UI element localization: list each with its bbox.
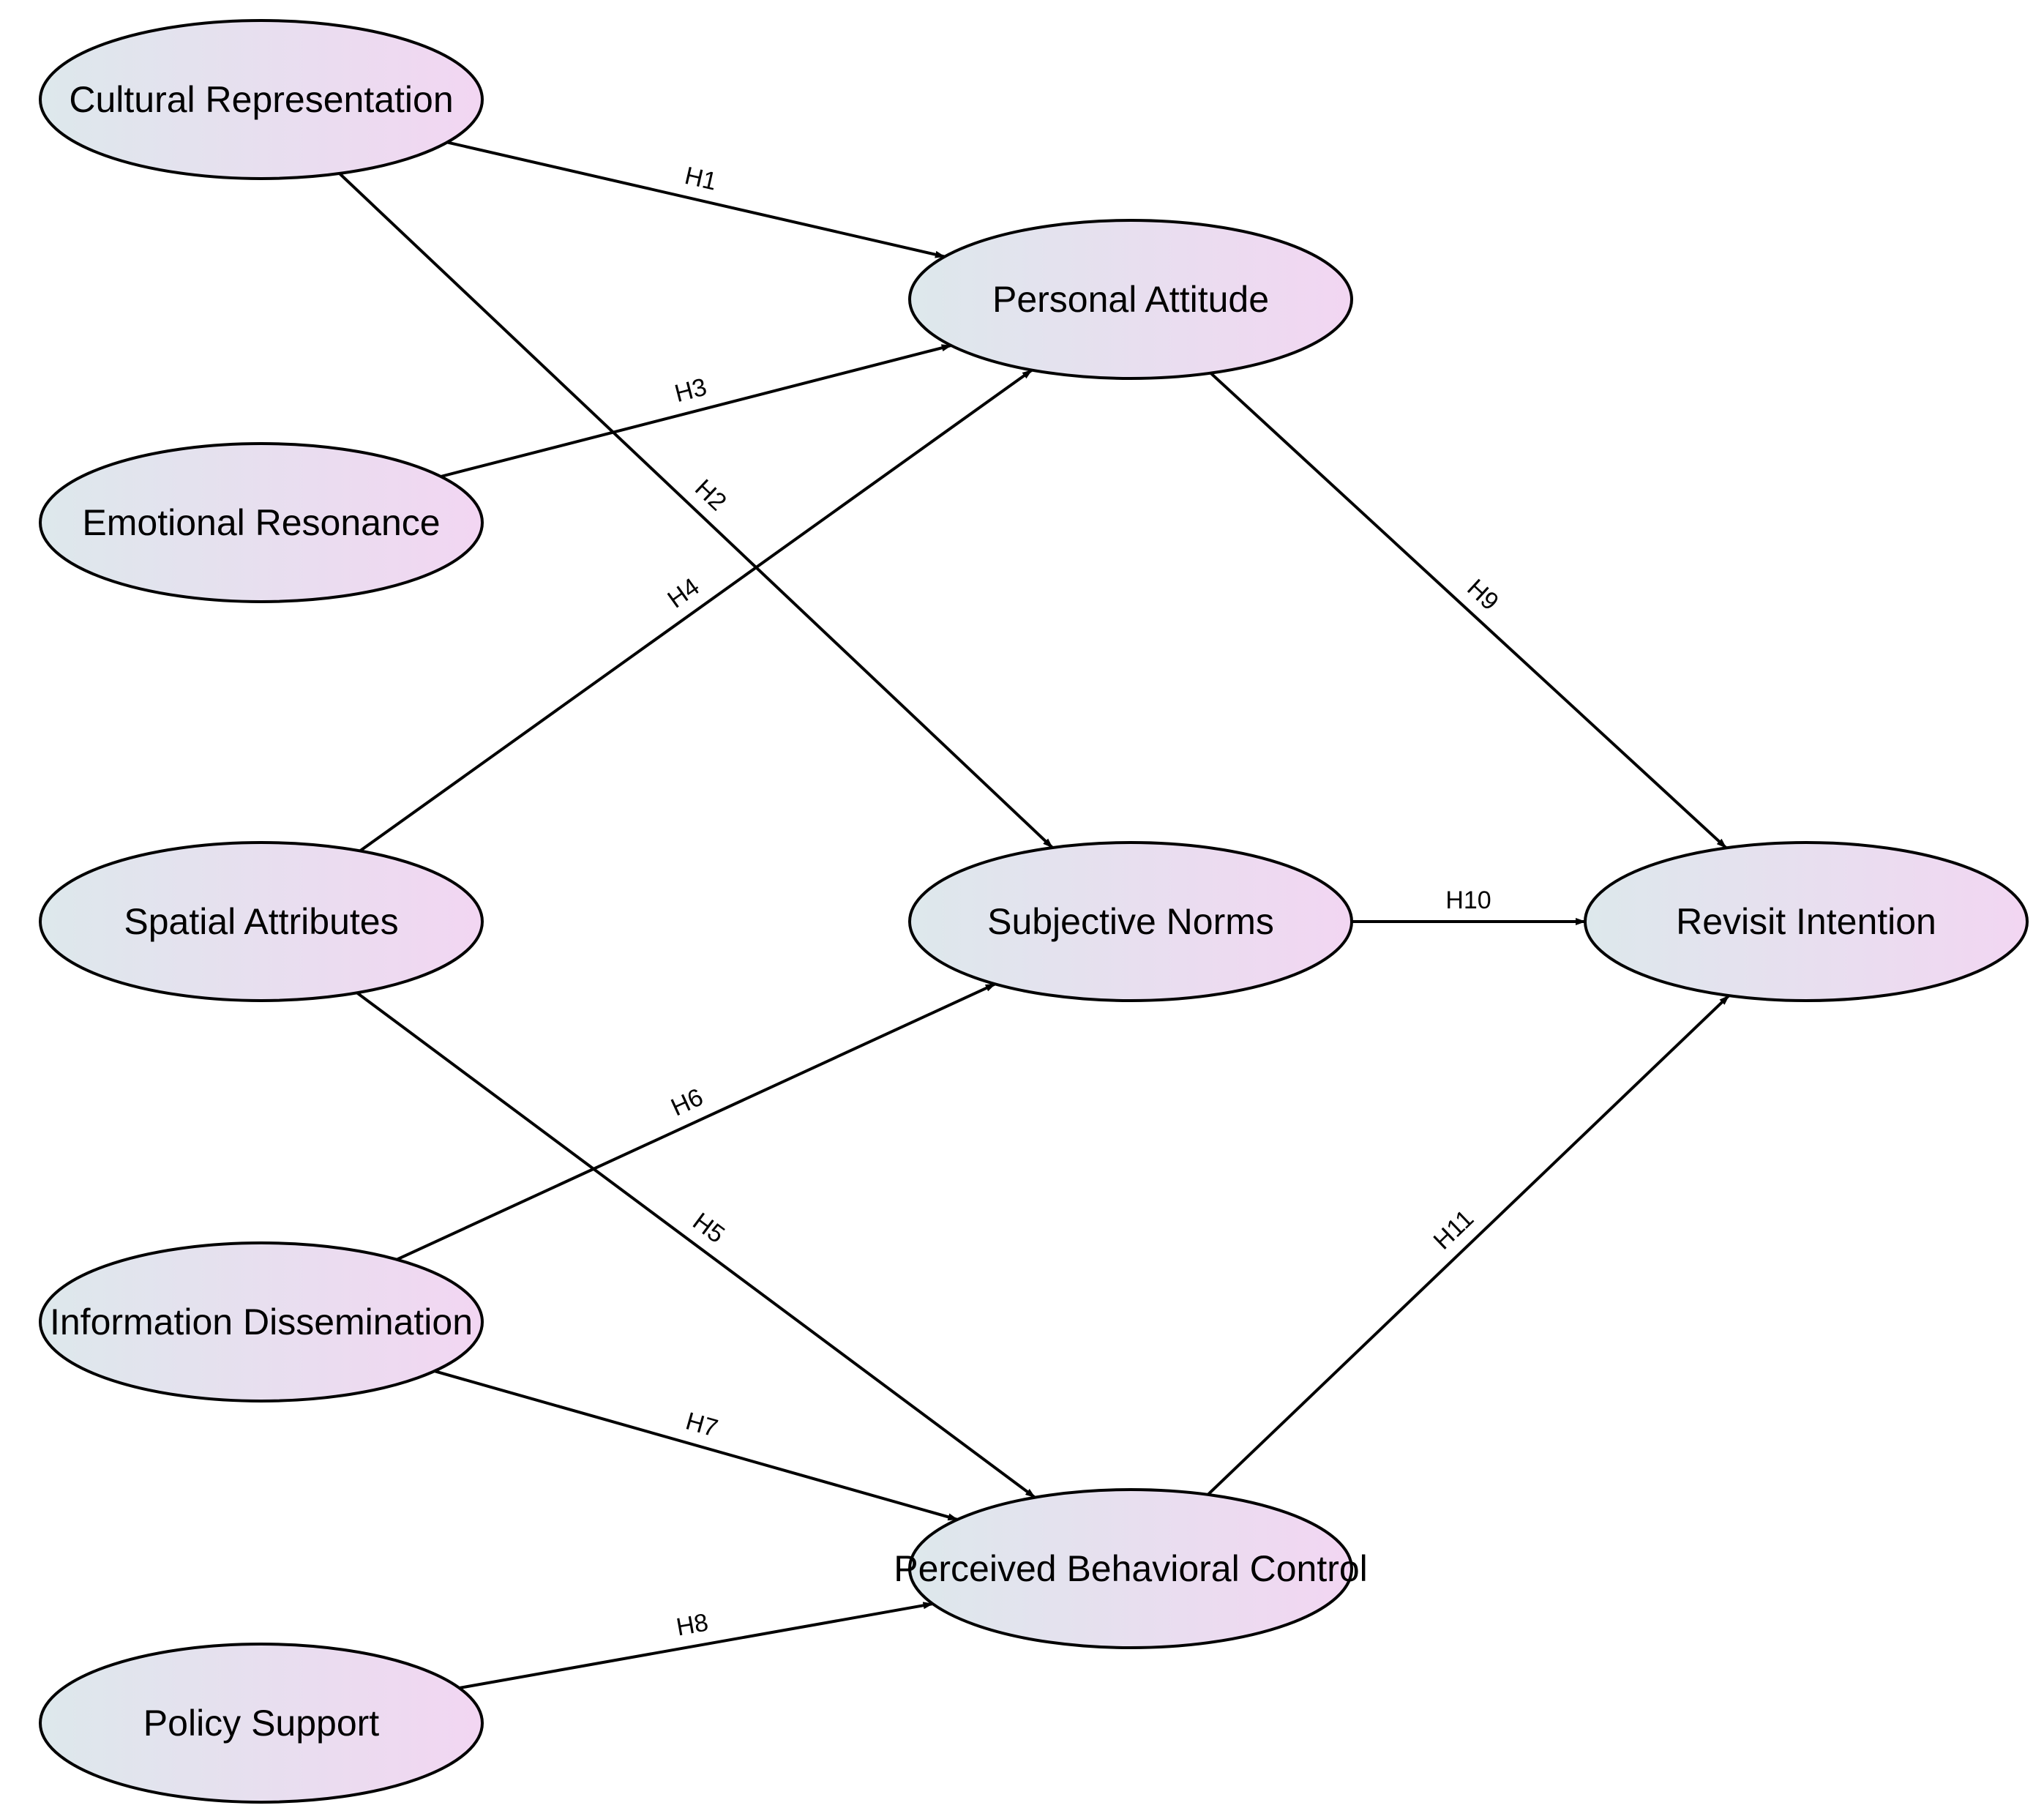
- node-label: Cultural Representation: [69, 79, 453, 120]
- node-ellipse: [39, 442, 484, 603]
- node-label: Perceived Behavioral Control: [894, 1548, 1368, 1589]
- node-cultural-representation: Cultural Representation: [39, 19, 484, 180]
- edge-line: [396, 982, 996, 1261]
- edge-h11: H11: [1207, 994, 1730, 1496]
- node-ellipse: [908, 1488, 1353, 1649]
- node-ellipse: [908, 219, 1353, 380]
- edge-label-h3: H3: [672, 373, 710, 408]
- edge-line: [356, 991, 1036, 1499]
- edge-label-h10: H10: [1445, 886, 1491, 914]
- edge-line: [459, 1602, 934, 1689]
- edge-h8: H8: [459, 1602, 934, 1689]
- edge-line: [1207, 994, 1730, 1496]
- node-label: Information Dissemination: [50, 1301, 473, 1342]
- node-subjective-norms: Subjective Norms: [908, 841, 1353, 1002]
- edge-line: [1209, 372, 1728, 849]
- node-label: Personal Attitude: [992, 279, 1269, 320]
- node-information-dissemination: Information Dissemination: [39, 1241, 484, 1402]
- node-ellipse: [39, 1643, 484, 1804]
- node-policy-support: Policy Support: [39, 1643, 484, 1804]
- edge-h4: H4: [359, 368, 1033, 853]
- edge-line: [434, 1370, 959, 1521]
- edge-label-h11: H11: [1429, 1205, 1480, 1255]
- node-label: Revisit Intention: [1676, 901, 1936, 942]
- node-ellipse: [39, 1241, 484, 1402]
- node-ellipse: [908, 841, 1353, 1002]
- node-spatial-attributes: Spatial Attributes: [39, 841, 484, 1002]
- edge-line: [338, 172, 1054, 849]
- edge-h3: H3: [440, 344, 952, 478]
- edge-label-h6: H6: [667, 1083, 707, 1122]
- edge-line: [446, 141, 946, 258]
- node-label: Policy Support: [143, 1703, 379, 1744]
- node-personal-attitude: Personal Attitude: [908, 219, 1353, 380]
- edge-label-h1: H1: [682, 162, 719, 196]
- edge-line: [440, 344, 952, 478]
- edge-label-h7: H7: [683, 1407, 721, 1442]
- edge-h9: H9: [1209, 372, 1728, 849]
- edge-h7: H7: [434, 1370, 959, 1521]
- node-ellipse: [39, 841, 484, 1002]
- edge-h1: H1: [446, 141, 946, 258]
- node-perceived-behavioral-control: Perceived Behavioral Control: [894, 1488, 1368, 1649]
- edge-label-h8: H8: [674, 1608, 710, 1641]
- node-revisit-intention: Revisit Intention: [1584, 841, 2029, 1002]
- node-label: Subjective Norms: [987, 901, 1274, 942]
- node-ellipse: [39, 19, 484, 180]
- node-emotional-resonance: Emotional Resonance: [39, 442, 484, 603]
- node-label: Emotional Resonance: [82, 502, 440, 543]
- edge-line: [359, 368, 1033, 853]
- edge-h10: H10: [1352, 886, 1586, 925]
- node-ellipse: [1584, 841, 2029, 1002]
- node-label: Spatial Attributes: [124, 901, 398, 942]
